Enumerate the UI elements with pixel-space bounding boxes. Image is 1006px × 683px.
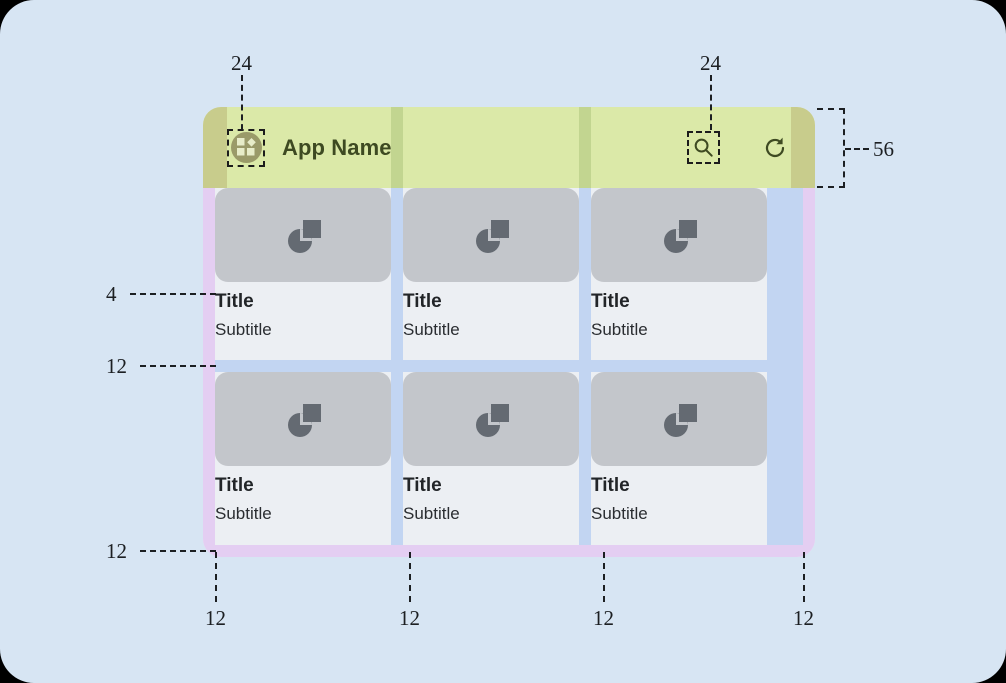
refresh-button[interactable] — [758, 131, 791, 164]
refresh-icon — [765, 137, 784, 157]
card-title: Title — [403, 291, 442, 312]
shapes-placeholder-icon — [287, 219, 321, 253]
card-text: Title Subtitle — [403, 466, 579, 523]
annotation-label-right-gutter-12: 12 — [793, 606, 814, 630]
annotation-leader-column-gutter-2-12 — [603, 552, 605, 602]
annotation-label-row-gutter-12: 12 — [106, 354, 127, 378]
card-thumbnail — [215, 372, 391, 466]
card[interactable]: Title Subtitle — [591, 188, 767, 360]
card-text: Title Subtitle — [403, 282, 579, 339]
card-text: Title Subtitle — [591, 282, 767, 339]
card-title: Title — [215, 475, 254, 496]
annotation-leader-right-gutter-12 — [803, 552, 805, 602]
annotation-label-left-gutter-12: 12 — [205, 606, 226, 630]
app-bar-padding-right-overlay — [791, 107, 815, 188]
card-text: Title Subtitle — [215, 282, 391, 339]
card-thumbnail — [403, 188, 579, 282]
card[interactable]: Title Subtitle — [403, 372, 579, 545]
card[interactable]: Title Subtitle — [591, 372, 767, 545]
app-title: App Name — [282, 134, 392, 160]
card-subtitle: Subtitle — [591, 503, 648, 523]
annotation-label-appbar-height-56: 56 — [873, 137, 894, 161]
card-thumbnail — [591, 372, 767, 466]
card-text: Title Subtitle — [215, 466, 391, 523]
card-title: Title — [215, 291, 254, 312]
annotation-label-padding-right-24: 24 — [700, 51, 721, 75]
annotation-leader-column-gutter-1-12 — [409, 552, 411, 602]
app-bar-gutter-overlay-1 — [391, 107, 403, 188]
card-subtitle: Subtitle — [215, 503, 272, 523]
card-title: Title — [591, 475, 630, 496]
card-grid: Title Subtitle Title Subtitle — [215, 188, 803, 545]
shapes-placeholder-icon — [663, 403, 697, 437]
card-text: Title Subtitle — [591, 466, 767, 523]
app-frame: App Name — [203, 107, 815, 557]
card-thumbnail — [591, 188, 767, 282]
annotation-label-column-gutter-1-12: 12 — [399, 606, 420, 630]
annotation-leader-appbar-height-56 — [845, 148, 869, 150]
search-button[interactable] — [687, 131, 720, 164]
shapes-placeholder-icon — [475, 403, 509, 437]
app-grid-icon[interactable] — [230, 132, 262, 163]
app-grid-icon-glyph — [236, 138, 256, 156]
annotation-bracket-appbar-height-56 — [817, 108, 845, 188]
annotation-label-bottom-padding-12: 12 — [106, 539, 127, 563]
shapes-placeholder-icon — [475, 219, 509, 253]
card-title: Title — [591, 291, 630, 312]
card-subtitle: Subtitle — [403, 319, 460, 339]
card-thumbnail — [403, 372, 579, 466]
annotation-label-image-title-gap-4: 4 — [106, 282, 117, 306]
app-bar-padding-left-overlay — [203, 107, 227, 188]
app-bar-content: App Name — [203, 107, 815, 188]
shapes-placeholder-icon — [287, 403, 321, 437]
app-bar: App Name — [203, 107, 815, 188]
card-subtitle: Subtitle — [591, 319, 648, 339]
shapes-placeholder-icon — [663, 219, 697, 253]
card[interactable]: Title Subtitle — [403, 188, 579, 360]
grid-padding-overlay: Title Subtitle Title Subtitle — [203, 188, 815, 557]
card-subtitle: Subtitle — [215, 319, 272, 339]
app-icon-measure-box — [227, 128, 265, 167]
card-subtitle: Subtitle — [403, 503, 460, 523]
annotation-leader-left-gutter-12 — [215, 552, 217, 602]
card-title: Title — [403, 475, 442, 496]
card[interactable]: Title Subtitle — [215, 372, 391, 545]
annotation-label-column-gutter-2-12: 12 — [593, 606, 614, 630]
card-thumbnail — [215, 188, 391, 282]
search-icon — [694, 138, 713, 157]
app-bar-gutter-overlay-2 — [579, 107, 591, 188]
card[interactable]: Title Subtitle — [215, 188, 391, 360]
annotation-label-padding-left-24: 24 — [231, 51, 252, 75]
